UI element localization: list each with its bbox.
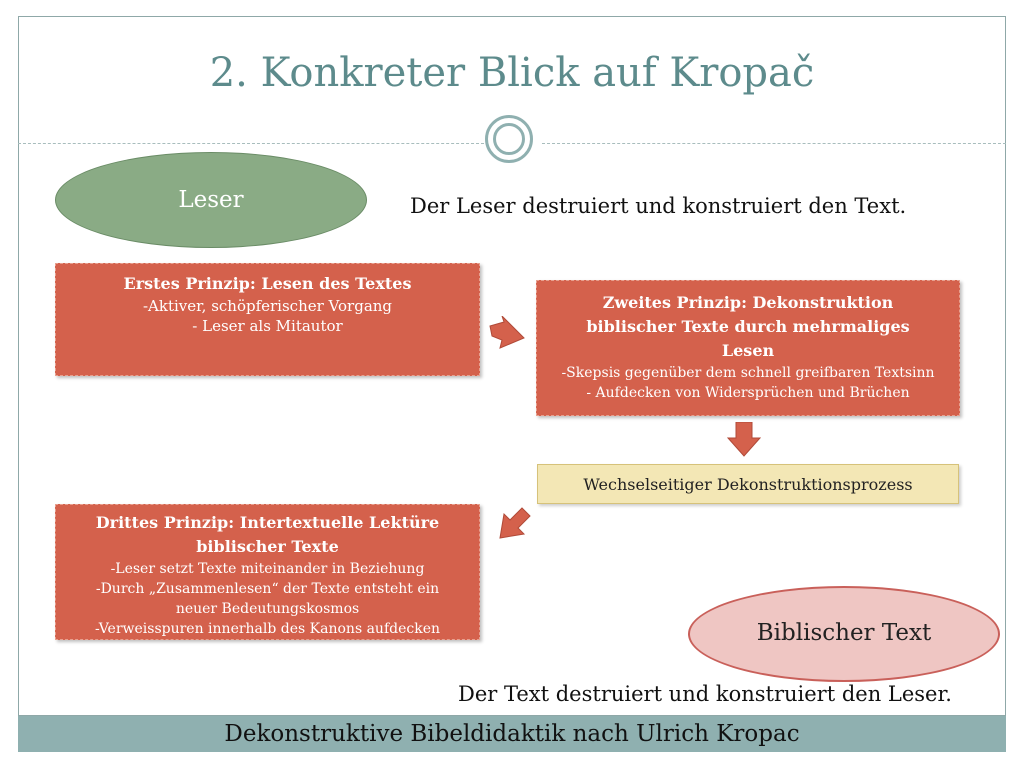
box-drittes-prinzip-line: neuer Bedeutungskosmos bbox=[175, 601, 360, 617]
title-divider-right bbox=[542, 143, 1006, 144]
biblischer-text-oval-label: Biblischer Text bbox=[756, 620, 932, 646]
process-box-label: Wechselseitiger Dekonstruktionsprozess bbox=[583, 474, 913, 494]
arrow-down-right-icon bbox=[489, 316, 525, 349]
title-divider-left bbox=[18, 143, 484, 144]
leser-oval-label: Leser bbox=[178, 187, 244, 213]
box-erstes-prinzip-line: - Leser als Mitautor bbox=[192, 317, 343, 335]
ring-ornament-icon bbox=[485, 115, 533, 163]
box-zweites-prinzip-heading: Zweites Prinzip: Dekonstruktion bbox=[602, 293, 894, 312]
footer-bar: Dekonstruktive Bibeldidaktik nach Ulrich… bbox=[18, 716, 1006, 752]
box-erstes-prinzip: Erstes Prinzip: Lesen des Textes -Aktive… bbox=[55, 263, 480, 376]
process-box: Wechselseitiger Dekonstruktionsprozess bbox=[537, 464, 959, 504]
text-caption: Der Text destruiert und konstruiert den … bbox=[458, 682, 952, 706]
box-zweites-prinzip-heading: biblischer Texte durch mehrmaliges bbox=[586, 317, 910, 336]
box-drittes-prinzip-line: -Verweisspuren innerhalb des Kanons aufd… bbox=[95, 621, 440, 637]
footer-label: Dekonstruktive Bibeldidaktik nach Ulrich… bbox=[224, 721, 800, 747]
slide-title: 2. Konkreter Blick auf Kropač bbox=[209, 50, 815, 96]
box-zweites-prinzip-line: - Aufdecken von Widersprüchen und Brüche… bbox=[586, 385, 910, 401]
biblischer-text-oval: Biblischer Text bbox=[688, 586, 1000, 682]
box-erstes-prinzip-heading: Erstes Prinzip: Lesen des Textes bbox=[123, 274, 412, 293]
box-erstes-prinzip-line: -Aktiver, schöpferischer Vorgang bbox=[142, 297, 393, 315]
box-zweites-prinzip-heading: Lesen bbox=[721, 341, 775, 360]
leser-oval: Leser bbox=[55, 152, 367, 248]
arrow-down-icon bbox=[726, 422, 762, 457]
arrow-down-left-icon bbox=[499, 507, 531, 539]
box-drittes-prinzip-line: -Leser setzt Texte miteinander in Bezieh… bbox=[110, 561, 425, 577]
box-drittes-prinzip: Drittes Prinzip: Intertextuelle Lektüre … bbox=[55, 504, 480, 640]
leser-caption: Der Leser destruiert und konstruiert den… bbox=[410, 194, 907, 218]
box-drittes-prinzip-heading: Drittes Prinzip: Intertextuelle Lektüre bbox=[95, 513, 440, 532]
box-zweites-prinzip: Zweites Prinzip: Dekonstruktion biblisch… bbox=[536, 280, 960, 416]
box-zweites-prinzip-line: -Skepsis gegenüber dem schnell greifbare… bbox=[561, 365, 935, 381]
box-drittes-prinzip-heading: biblischer Texte bbox=[196, 537, 339, 556]
box-drittes-prinzip-line: -Durch „Zusammenlesen“ der Texte entsteh… bbox=[95, 581, 440, 597]
